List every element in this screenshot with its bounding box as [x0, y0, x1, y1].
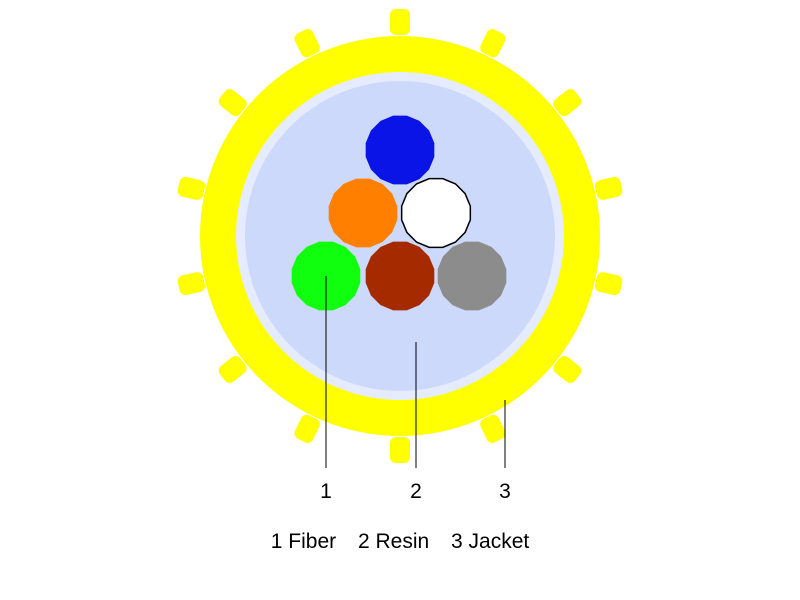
- jacket-ridge: [177, 272, 206, 296]
- legend: 1 Fiber 2 Resin 3 Jacket: [0, 530, 800, 554]
- jacket-ridge: [390, 437, 410, 463]
- jacket-ridge: [480, 29, 506, 58]
- jacket-ridge: [294, 29, 320, 58]
- jacket-ridge: [294, 414, 320, 443]
- fiber-brown: [365, 241, 435, 311]
- jacket-ridge: [390, 9, 410, 35]
- fiber-orange: [328, 178, 398, 248]
- jacket-ridge: [480, 414, 506, 443]
- legend-item-resin: 2 Resin: [357, 530, 430, 553]
- callout-number-2: 2: [410, 480, 422, 503]
- jacket-ridge: [218, 355, 247, 383]
- jacket-ridge: [594, 272, 623, 296]
- callout-number-3: 3: [499, 480, 511, 503]
- jacket-ridge: [594, 176, 623, 200]
- jacket-ridge: [218, 89, 247, 117]
- resin-body: [245, 81, 555, 391]
- jacket-ridge: [553, 355, 582, 383]
- fiber-blue: [365, 115, 435, 185]
- fiber-gray: [437, 241, 507, 311]
- legend-item-jacket: 3 Jacket: [451, 530, 530, 553]
- fiber-white: [400, 177, 472, 249]
- jacket-ridge: [553, 89, 582, 117]
- jacket-ridge: [177, 176, 206, 200]
- legend-item-fiber: 1 Fiber: [270, 530, 337, 553]
- callout-number-1: 1: [320, 480, 332, 503]
